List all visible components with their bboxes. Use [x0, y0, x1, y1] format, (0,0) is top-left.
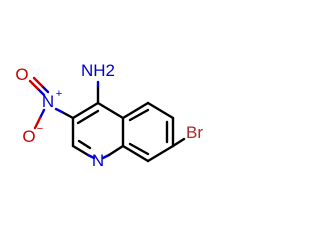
bond-n-o-bottom-blue — [38, 108, 46, 120]
nitro-oxygen-top-label: O — [15, 65, 28, 84]
nitro-oxygen-charge: − — [37, 123, 43, 135]
nitro-nitrogen-label: N — [42, 92, 54, 111]
bond-c3-nno2 — [60, 110, 75, 120]
bond-n-o-bottom-red — [33, 116, 42, 130]
bond-c2-n1-inner — [77, 139, 92, 150]
bond-c8-c8a — [121, 144, 150, 163]
bond-c4a-c5-inner — [128, 108, 150, 122]
bond-n-o-top-red-2 — [32, 76, 44, 88]
bond-c4-c3-inner — [76, 109, 100, 125]
bond-c8-c8a-inner — [128, 142, 150, 156]
bromine-label: Br — [186, 123, 203, 142]
bond-c4-c3 — [71, 101, 100, 120]
ring-nitrogen-label: N — [92, 151, 104, 170]
bond-c7-br — [171, 137, 186, 148]
bond-n-o-top-blue-2 — [40, 84, 50, 94]
bond-n-o-top-red — [28, 79, 40, 91]
bond-c7-c8 — [146, 144, 175, 163]
bond-n-o-top-blue — [36, 87, 46, 97]
nitro-nitrogen-charge: + — [56, 88, 62, 100]
bond-c4a-c5 — [121, 101, 150, 120]
bond-c5-c6 — [146, 101, 175, 120]
bond-c2-n1-blue — [86, 153, 96, 160]
bond-c3-nno2-blue — [54, 107, 64, 114]
bond-c4-c4a — [96, 101, 125, 120]
nitro-oxygen-bottom-label: O — [22, 127, 35, 146]
bond-n1-c8a — [107, 144, 125, 157]
amine-label: NH2 — [81, 61, 115, 80]
molecule-structure: NH2 N N + O O − Br — [15, 61, 203, 170]
bond-c2-n1 — [71, 144, 90, 157]
